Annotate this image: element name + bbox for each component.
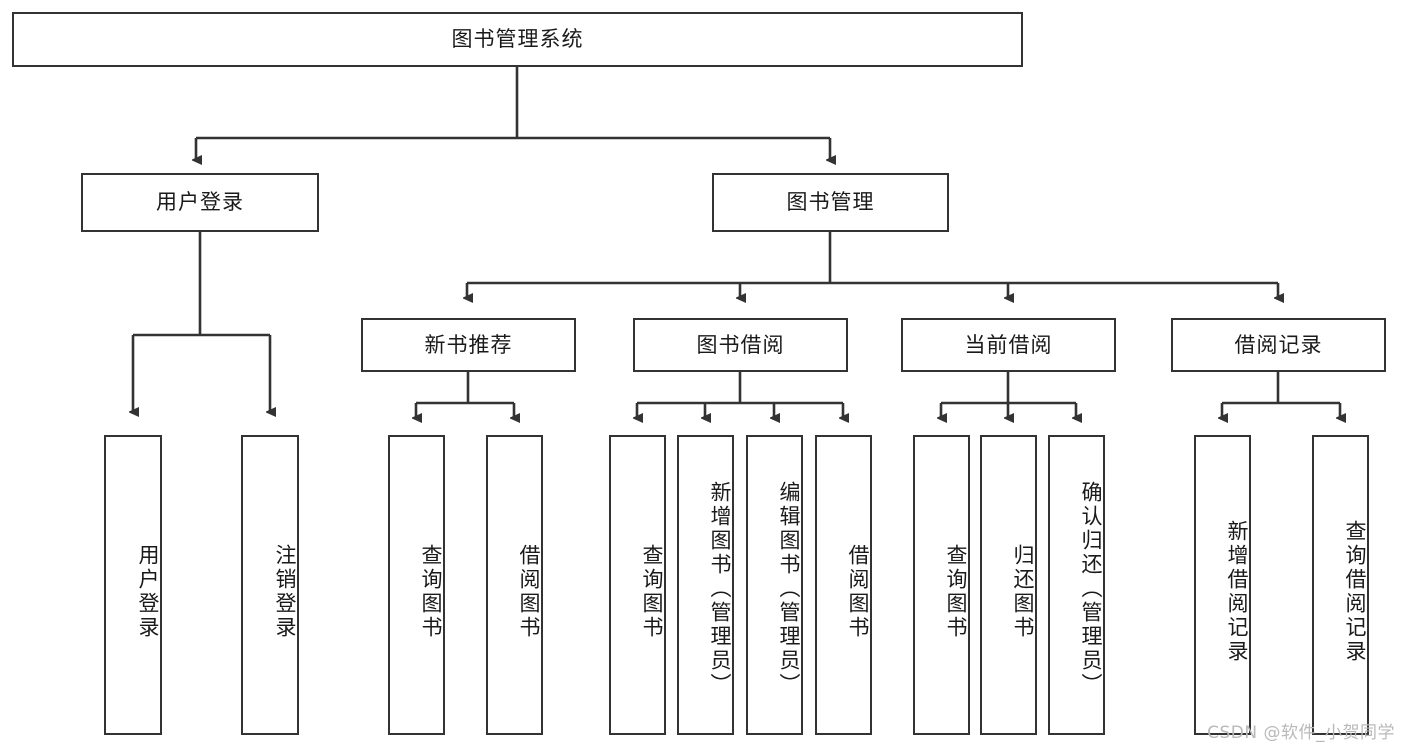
- node-root-system[interactable]: 图书管理系统: [12, 12, 1023, 67]
- node-label: 查询图书: [640, 544, 664, 640]
- node-new-book-recommend[interactable]: 新书推荐: [361, 318, 576, 372]
- node-label: 查询图书: [944, 544, 968, 640]
- node-label: 新增借阅记录: [1225, 520, 1249, 664]
- node-borrow-record[interactable]: 借阅记录: [1171, 318, 1386, 372]
- leaf-edit-book-admin[interactable]: 编辑图书（管理员）: [746, 435, 803, 735]
- leaf-user-login[interactable]: 用户登录: [104, 435, 162, 735]
- node-label: 用户登录: [156, 190, 244, 215]
- node-user-login[interactable]: 用户登录: [81, 173, 319, 232]
- node-label: 注销登录: [273, 544, 297, 640]
- leaf-query-book-recommend[interactable]: 查询图书: [388, 435, 445, 735]
- node-label: 查询借阅记录: [1343, 520, 1367, 664]
- leaf-add-book-admin[interactable]: 新增图书（管理员）: [677, 435, 734, 735]
- leaf-query-borrow-record[interactable]: 查询借阅记录: [1312, 435, 1369, 735]
- node-label: 确认归还（管理员）: [1079, 481, 1103, 697]
- node-label: 图书管理: [786, 190, 875, 215]
- node-label: 新书推荐: [424, 332, 513, 357]
- leaf-query-book-borrow[interactable]: 查询图书: [609, 435, 666, 735]
- leaf-user-logout[interactable]: 注销登录: [241, 435, 299, 735]
- node-label: 借阅记录: [1234, 332, 1323, 357]
- node-label: 当前借阅: [964, 332, 1053, 357]
- node-label: 用户登录: [136, 544, 160, 640]
- node-label: 图书借阅: [696, 332, 785, 357]
- node-label: 查询图书: [419, 544, 443, 640]
- node-label: 借阅图书: [846, 544, 870, 640]
- node-label: 归还图书: [1011, 544, 1035, 640]
- node-current-borrow[interactable]: 当前借阅: [901, 318, 1116, 372]
- leaf-confirm-return-admin[interactable]: 确认归还（管理员）: [1048, 435, 1105, 735]
- leaf-return-book[interactable]: 归还图书: [980, 435, 1037, 735]
- node-label: 新增图书（管理员）: [708, 481, 732, 697]
- leaf-query-book-current[interactable]: 查询图书: [913, 435, 970, 735]
- node-book-borrow[interactable]: 图书借阅: [633, 318, 848, 372]
- csdn-watermark: CSDN @软件_小贺同学: [1207, 723, 1395, 743]
- node-label: 图书管理系统: [451, 27, 584, 52]
- node-label: 编辑图书（管理员）: [777, 481, 801, 697]
- leaf-add-borrow-record[interactable]: 新增借阅记录: [1194, 435, 1251, 735]
- node-label: 借阅图书: [517, 544, 541, 640]
- leaf-borrow-book[interactable]: 借阅图书: [815, 435, 872, 735]
- node-book-management[interactable]: 图书管理: [712, 173, 949, 232]
- leaf-borrow-book-recommend[interactable]: 借阅图书: [486, 435, 543, 735]
